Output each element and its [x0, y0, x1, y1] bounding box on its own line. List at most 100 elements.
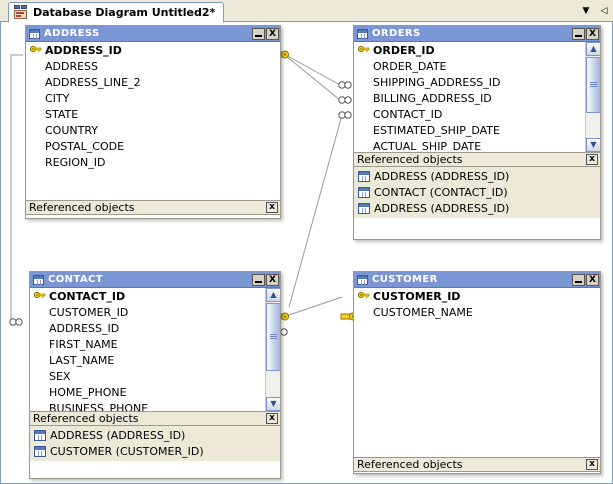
field-name: ORDER_DATE [373, 59, 447, 73]
field-row[interactable]: ADDRESS_LINE_2 [26, 74, 280, 90]
field-list[interactable]: ADDRESS_ID ADDRESS ADDRESS_LINE_2 CITY S… [26, 42, 280, 200]
table-title-bar[interactable]: ADDRESS X [26, 26, 280, 42]
tab-scroll-left-icon[interactable]: ◁ [600, 6, 608, 16]
tab-strip: Database Diagram Untitled2* ▼ ◁ [0, 0, 613, 23]
field-row[interactable]: CUSTOMER_NAME [354, 304, 600, 320]
field-row[interactable]: ADDRESS [26, 58, 280, 74]
scrollbar-thumb[interactable] [266, 303, 280, 371]
referenced-objects-close-button[interactable]: x [586, 459, 598, 470]
minimize-button[interactable] [572, 27, 585, 40]
field-row[interactable]: ADDRESS_ID [26, 42, 280, 58]
referenced-object-item[interactable]: ADDRESS (ADDRESS_ID) [30, 427, 280, 443]
table-icon [357, 28, 368, 39]
field-row[interactable]: CUSTOMER_ID [30, 304, 280, 320]
referenced-object-item[interactable]: ADDRESS (ADDRESS_ID) [354, 200, 600, 216]
referenced-objects-close-button[interactable]: x [586, 154, 598, 165]
scrollbar-thumb[interactable] [586, 57, 600, 113]
referenced-object-item[interactable]: CONTACT (CONTACT_ID) [354, 184, 600, 200]
database-diagram-icon [13, 5, 29, 20]
table-name: ORDERS [372, 28, 421, 39]
referenced-objects-list[interactable]: ADDRESS (ADDRESS_ID) CONTACT (CONTACT_ID… [354, 167, 600, 218]
field-name: CUSTOMER_ID [49, 305, 129, 319]
close-button[interactable]: X [586, 27, 599, 40]
tab-database-diagram[interactable]: Database Diagram Untitled2* [8, 2, 225, 23]
field-name: ADDRESS [45, 59, 99, 73]
field-row[interactable]: ORDER_ID [354, 42, 600, 58]
field-name: LAST_NAME [49, 353, 115, 367]
field-name: ACTUAL_SHIP_DATE [373, 139, 482, 153]
referenced-objects-label: Referenced objects [33, 412, 139, 425]
diagram-canvas[interactable]: ADDRESS X ADDRESS_ID [0, 22, 613, 484]
field-row[interactable]: LAST_NAME [30, 352, 280, 368]
table-window-contact[interactable]: CONTACT X CONTACT_ID [29, 271, 281, 479]
scroll-up-button[interactable]: ▲ [266, 288, 280, 302]
field-row[interactable]: STATE [26, 106, 280, 122]
referenced-object-item[interactable]: CUSTOMER (CUSTOMER_ID) [30, 443, 280, 459]
scroll-down-button[interactable]: ▼ [586, 138, 600, 152]
table-title-bar[interactable]: CONTACT X [30, 272, 280, 288]
field-row[interactable]: FIRST_NAME [30, 336, 280, 352]
referenced-object-label: CONTACT (CONTACT_ID) [374, 185, 508, 199]
field-name: ADDRESS_ID [45, 43, 122, 57]
field-list[interactable]: ORDER_ID ORDER_DATE SHIPPING_ADDRESS_ID … [354, 42, 600, 152]
field-row[interactable]: CITY [26, 90, 280, 106]
field-row[interactable]: ESTIMATED_SHIP_DATE [354, 122, 600, 138]
table-window-customer[interactable]: CUSTOMER X CUSTOMER_ID [353, 271, 601, 474]
field-name: CONTACT_ID [49, 289, 126, 303]
field-row[interactable]: POSTAL_CODE [26, 138, 280, 154]
referenced-objects-list[interactable]: ADDRESS (ADDRESS_ID) CUSTOMER (CUSTOMER_… [30, 426, 280, 461]
field-row[interactable]: CUSTOMER_ID [354, 288, 600, 304]
table-ref-icon [358, 170, 370, 182]
field-list[interactable]: CONTACT_ID CUSTOMER_ID ADDRESS_ID FIRST_… [30, 288, 280, 411]
referenced-objects-label: Referenced objects [357, 153, 463, 166]
referenced-objects-bar: Referenced objects x [26, 200, 280, 215]
tab-list-dropdown-icon[interactable]: ▼ [582, 6, 590, 16]
field-list[interactable]: CUSTOMER_ID CUSTOMER_NAME [354, 288, 600, 457]
field-list-scrollbar[interactable]: ▲ ▼ [265, 288, 280, 411]
field-name: HOME_PHONE [49, 385, 127, 399]
close-button[interactable]: X [586, 273, 599, 286]
table-icon [29, 28, 40, 39]
field-row[interactable]: ADDRESS_ID [30, 320, 280, 336]
field-row[interactable]: ORDER_DATE [354, 58, 600, 74]
referenced-object-label: ADDRESS (ADDRESS_ID) [50, 428, 186, 442]
field-row[interactable]: COUNTRY [26, 122, 280, 138]
table-ref-icon [358, 202, 370, 214]
field-row[interactable]: SHIPPING_ADDRESS_ID [354, 74, 600, 90]
table-name: CUSTOMER [372, 274, 438, 285]
field-row[interactable]: CONTACT_ID [354, 106, 600, 122]
referenced-object-item[interactable]: ADDRESS (ADDRESS_ID) [354, 168, 600, 184]
referenced-objects-close-button[interactable]: x [266, 413, 278, 424]
table-title-bar[interactable]: CUSTOMER X [354, 272, 600, 288]
close-button[interactable]: X [266, 27, 279, 40]
table-ref-icon [358, 186, 370, 198]
scrollbar-grip [270, 334, 277, 340]
field-list-scrollbar[interactable]: ▲ ▼ [585, 42, 600, 152]
table-ref-icon [34, 445, 46, 457]
primary-key-icon [33, 291, 46, 302]
table-window-orders[interactable]: ORDERS X ORDER_ID [353, 25, 601, 240]
field-name: CUSTOMER_ID [373, 289, 461, 303]
scroll-down-button[interactable]: ▼ [266, 397, 280, 411]
field-row[interactable]: BILLING_ADDRESS_ID [354, 90, 600, 106]
minimize-button[interactable] [252, 273, 265, 286]
primary-key-icon [29, 45, 42, 56]
close-button[interactable]: X [266, 273, 279, 286]
table-window-address[interactable]: ADDRESS X ADDRESS_ID [25, 25, 281, 219]
table-icon [33, 274, 44, 285]
field-row[interactable]: HOME_PHONE [30, 384, 280, 400]
scroll-up-button[interactable]: ▲ [586, 42, 600, 56]
field-row[interactable]: REGION_ID [26, 154, 280, 170]
referenced-objects-label: Referenced objects [29, 201, 135, 214]
field-name: COUNTRY [45, 123, 98, 137]
field-name: CONTACT_ID [373, 107, 443, 121]
field-row[interactable]: CONTACT_ID [30, 288, 280, 304]
minimize-button[interactable] [252, 27, 265, 40]
field-row[interactable]: SEX [30, 368, 280, 384]
minimize-button[interactable] [572, 273, 585, 286]
referenced-objects-close-button[interactable]: x [266, 202, 278, 213]
table-title-bar[interactable]: ORDERS X [354, 26, 600, 42]
primary-key-icon [357, 45, 370, 56]
field-row[interactable]: BUSINESS_PHONE [30, 400, 280, 412]
field-row[interactable]: ACTUAL_SHIP_DATE [354, 138, 600, 153]
